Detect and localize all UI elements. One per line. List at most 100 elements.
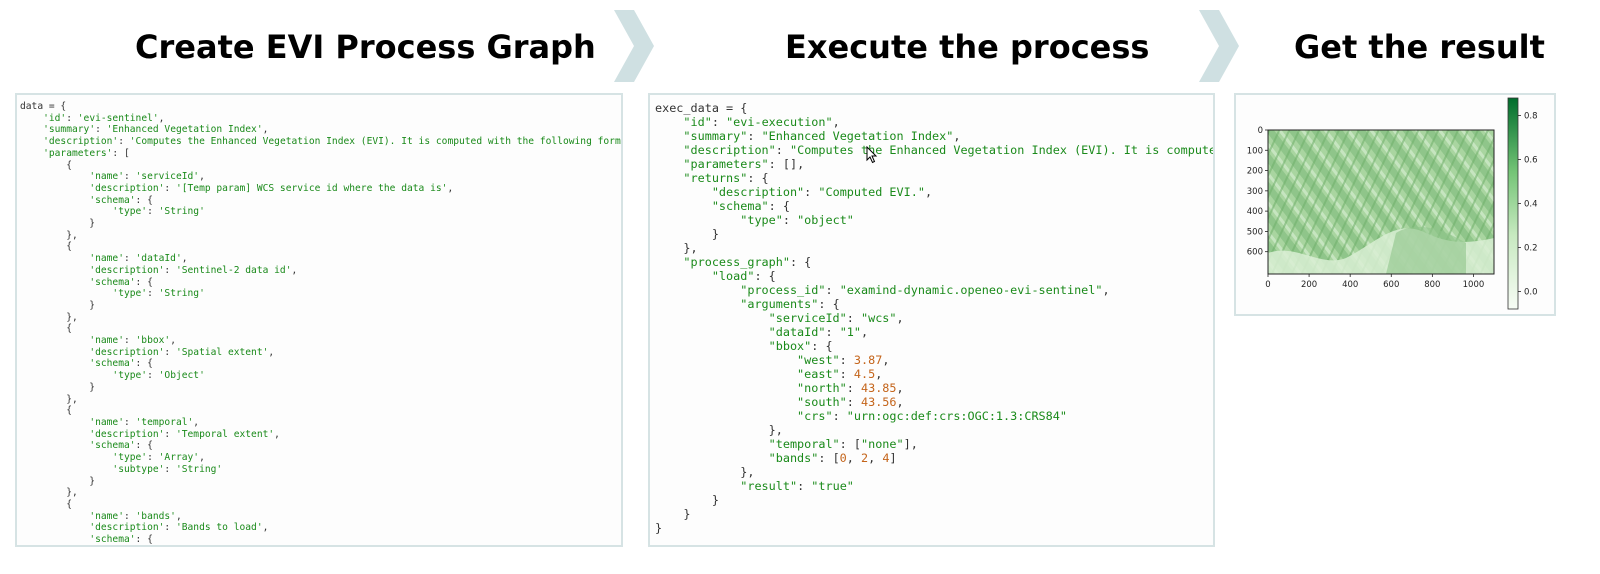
process-graph-code-line: }: [89, 381, 96, 393]
process-graph-code-line: 'name': 'dataId',: [89, 253, 188, 265]
x-tick-label: 400: [1342, 280, 1358, 290]
process-graph-code-line: data = {: [20, 101, 67, 112]
process-graph-code-line: 'description': 'Bands to load',: [89, 522, 269, 534]
colorbar-tick-label: 0.8: [1524, 112, 1538, 122]
execution-code-line: "bands": [0, 2, 4]: [768, 451, 897, 465]
x-tick-label: 200: [1301, 280, 1317, 290]
chevron-right-icon: [1199, 10, 1239, 82]
process-graph-code-line: }: [89, 218, 96, 230]
process-graph-code-line: 'type': 'Array',: [112, 452, 205, 464]
y-tick-label: 0: [1258, 126, 1263, 136]
y-tick-label: 100: [1247, 146, 1263, 156]
x-tick-label: 1000: [1463, 280, 1485, 290]
colorbar: 0.8 0.6 0.4 0.2 0.0: [1507, 97, 1538, 310]
process-graph-code-line: 'name': 'serviceId',: [89, 171, 205, 183]
execution-code-line: exec_data = {: [655, 101, 748, 115]
colorbar-tick-label: 0.0: [1524, 287, 1538, 297]
y-tick-label: 300: [1247, 187, 1263, 197]
x-tick-label: 0: [1265, 280, 1270, 290]
y-tick-label: 500: [1247, 227, 1263, 237]
execution-code-line: "result": "true": [740, 479, 854, 493]
execution-code-line: "bbox": {: [768, 339, 833, 353]
process-graph-code-line: },: [66, 311, 78, 323]
execution-code-line: "schema": {: [711, 199, 790, 213]
process-graph-code-line: }: [89, 475, 96, 487]
process-graph-code-line: },: [66, 393, 78, 405]
process-graph-code-line: {: [66, 323, 72, 335]
execution-code-line: "description": "Computed EVI.",: [711, 185, 933, 199]
process-graph-code-line: 'id': 'evi-sentinel',: [43, 112, 165, 124]
process-graph-code-line: {: [66, 498, 72, 510]
process-graph-code-line: 'type': 'String': [112, 206, 205, 218]
mouse-cursor-icon: [866, 146, 878, 164]
execution-code-line: "arguments": {: [740, 297, 840, 311]
step-title-execute: Execute the process: [785, 28, 1150, 66]
execution-code-line: "description": "Computes the Enhanced Ve…: [683, 143, 1213, 157]
execution-code-line: "id": "evi-execution",: [683, 115, 840, 129]
execution-code-line: "parameters": [],: [683, 157, 805, 171]
process-graph-code-line: 'description': 'Spatial extent',: [89, 346, 275, 358]
process-graph-code-panel[interactable]: data = { 'id': 'evi-sentinel', 'summary'…: [15, 93, 623, 547]
execution-code-line: "serviceId": "wcs",: [768, 311, 904, 325]
execution-code: exec_data = { "id": "evi-execution", "su…: [650, 95, 1213, 535]
execution-code-line: "temporal": ["none"],: [768, 437, 918, 451]
process-graph-code-line: 'schema': {: [89, 276, 153, 288]
process-graph-code-line: {: [66, 159, 72, 171]
x-tick-label: 600: [1383, 280, 1399, 290]
process-graph-code-line: 'schema': {: [89, 440, 153, 452]
execution-code-line: "west": 3.87,: [797, 353, 890, 367]
process-graph-code-line: 'subtype': 'String': [112, 463, 223, 475]
execution-code-line: }: [711, 493, 719, 507]
step-title-result: Get the result: [1294, 28, 1545, 66]
process-graph-code: data = { 'id': 'evi-sentinel', 'summary'…: [17, 95, 623, 546]
execution-code-line: },: [740, 465, 755, 479]
execution-code-line: "type": "object": [740, 213, 854, 227]
process-graph-code-line: 'description': 'Sentinel-2 data id',: [89, 264, 298, 276]
process-graph-code-line: },: [66, 229, 78, 241]
process-graph-code-line: 'schema': {: [89, 534, 153, 546]
process-graph-code-line: 'description': '[Temp param] WCS service…: [89, 182, 454, 194]
step-title-create: Create EVI Process Graph: [135, 28, 596, 66]
execution-code-line: "process_id": "examind-dynamic.openeo-ev…: [740, 283, 1110, 297]
y-tick-label: 200: [1247, 167, 1263, 177]
y-tick-label: 400: [1247, 207, 1263, 217]
execution-code-line: "process_graph": {: [683, 255, 812, 269]
execution-code-line: }: [655, 521, 663, 535]
process-graph-code-line: 'summary': 'Enhanced Vegetation Index',: [43, 124, 269, 136]
colorbar-tick-label: 0.4: [1524, 200, 1538, 210]
process-graph-code-line: 'description': 'Temporal extent',: [89, 428, 280, 440]
chevron-right-icon: [614, 10, 654, 82]
process-graph-code-line: 'name': 'temporal',: [89, 416, 200, 428]
execution-code-line: "east": 4.5,: [797, 367, 883, 381]
process-graph-code-line: },: [66, 487, 78, 499]
process-graph-code-line: 'schema': {: [89, 358, 153, 370]
process-graph-code-line: {: [66, 405, 72, 417]
y-axis-ticks: 0 100 200 300 400 500 600: [1247, 126, 1268, 258]
evi-image: [1267, 129, 1495, 275]
execution-code-line: "dataId": "1",: [768, 325, 869, 339]
execution-code-line: }: [711, 227, 719, 241]
y-tick-label: 600: [1247, 248, 1263, 258]
process-graph-code-line: 'parameters': [: [43, 147, 130, 159]
process-graph-code-line: {: [66, 241, 72, 253]
execution-code-line: "south": 43.56,: [797, 395, 904, 409]
process-graph-code-line: 'type': 'String': [112, 288, 205, 300]
process-graph-code-line: 'schema': {: [89, 194, 153, 206]
execution-code-line: "crs": "urn:ogc:def:crs:OGC:1.3:CRS84": [797, 409, 1067, 423]
execution-code-line: "returns": {: [683, 171, 769, 185]
execution-code-line: "summary": "Enhanced Vegetation Index",: [683, 129, 961, 143]
execution-code-panel[interactable]: exec_data = { "id": "evi-execution", "su…: [648, 93, 1215, 547]
execution-code-line: },: [768, 423, 783, 437]
execution-code-line: "load": {: [711, 269, 776, 283]
execution-code-line: }: [683, 507, 691, 521]
process-graph-code-line: 'name': 'bands',: [89, 510, 182, 522]
execution-code-line: },: [683, 241, 698, 255]
process-graph-code-line: }: [89, 299, 96, 311]
process-graph-code-line: 'description': 'Computes the Enhanced Ve…: [43, 136, 623, 148]
execution-code-line: "north": 43.85,: [797, 381, 904, 395]
colorbar-tick-label: 0.6: [1524, 156, 1538, 166]
colorbar-tick-label: 0.2: [1524, 243, 1538, 253]
process-graph-code-line: 'name': 'bbox',: [89, 335, 176, 347]
